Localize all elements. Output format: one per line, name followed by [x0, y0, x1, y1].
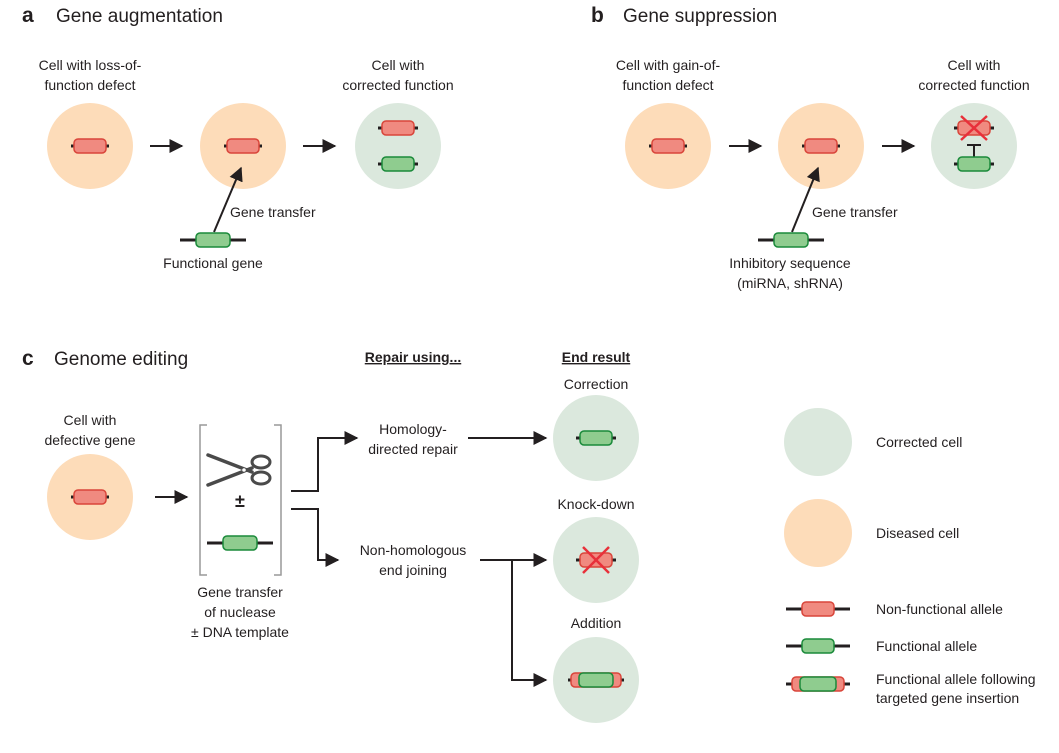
x-mark-icon [960, 115, 988, 141]
nhej-label-line2: end joining [379, 562, 447, 578]
nonfunctional-allele [804, 138, 838, 154]
functional-allele [957, 156, 991, 172]
nonfunctional-allele [651, 138, 685, 154]
panel-c-title: Genome editing [54, 349, 188, 370]
result-knockdown-label: Knock-down [557, 496, 634, 512]
hdr-branch-arrow [291, 431, 359, 492]
nhej-branch-arrow [291, 508, 340, 567]
nonfunctional-allele [226, 138, 260, 154]
panel-c: c Genome editing Repair using... End res… [22, 347, 639, 723]
panel-c-cell-label-line1: Cell with [64, 412, 117, 428]
functional-allele [773, 232, 809, 248]
legend-diseased-label: Diseased cell [876, 525, 959, 541]
x-mark-icon [582, 546, 610, 574]
panel-a: a Gene augmentation Cell with loss-of- f… [22, 4, 454, 271]
nhej-label-line1: Non-homologous [360, 542, 467, 558]
transfer-label-line3: ± DNA template [191, 624, 289, 640]
nuclease-bracket [199, 424, 282, 576]
functional-allele [579, 430, 613, 446]
nonfunctional-allele [381, 120, 415, 136]
scissors-icon [206, 453, 272, 487]
hdr-label-line2: directed repair [368, 441, 458, 457]
result-addition-label: Addition [571, 615, 622, 631]
gene-transfer-arrow [213, 166, 243, 233]
inserted-functional-allele [578, 672, 614, 688]
addition-arrow [480, 559, 548, 687]
panel-c-cell-label-line2: defective gene [44, 432, 135, 448]
gene-transfer-arrow [791, 166, 820, 233]
legend-corrected-label: Corrected cell [876, 434, 962, 450]
panel-b-cell1-label-line2: function defect [622, 77, 713, 93]
legend-corrected-swatch [784, 408, 852, 476]
panel-b-cell3-label-line2: corrected function [918, 77, 1029, 93]
nonfunctional-allele [73, 138, 107, 154]
panel-a-cell3-label-line2: corrected function [342, 77, 453, 93]
legend-nonfunctional-label: Non-functional allele [876, 601, 1003, 617]
panel-a-cell1-label-line1: Cell with loss-of- [39, 57, 142, 73]
panel-a-cell1-label-line2: function defect [44, 77, 135, 93]
functional-allele [222, 535, 258, 551]
legend-functional-label: Functional allele [876, 638, 977, 654]
result-correction-label: Correction [564, 376, 629, 392]
repair-header: Repair using... [365, 349, 461, 365]
panel-a-title: Gene augmentation [56, 6, 223, 27]
legend: Corrected cell Diseased cell Non-functio… [784, 408, 1036, 706]
corrected-cell [355, 103, 441, 189]
panel-b-title: Gene suppression [623, 6, 777, 27]
legend-nonfunctional-swatch [801, 601, 835, 617]
panel-c-letter: c [22, 347, 34, 370]
panel-b-transfer-label: Gene transfer [812, 204, 898, 220]
legend-insertion-label-line2: targeted gene insertion [876, 690, 1019, 706]
panel-b-letter: b [591, 4, 604, 27]
panel-b-gene-label-line2: (miRNA, shRNA) [737, 275, 843, 291]
plus-minus-symbol: ± [235, 491, 245, 511]
inhibition-bar-icon [967, 144, 981, 157]
panel-a-transfer-label: Gene transfer [230, 204, 316, 220]
legend-insertion-swatch-inner [799, 676, 837, 692]
legend-diseased-swatch [784, 499, 852, 567]
panel-b-cell3-label-line1: Cell with [948, 57, 1001, 73]
legend-insertion-label-line1: Functional allele following [876, 671, 1036, 687]
functional-allele [195, 232, 231, 248]
panel-a-letter: a [22, 4, 34, 27]
transfer-label-line1: Gene transfer [197, 584, 283, 600]
panel-b: b Gene suppression Cell with gain-of- fu… [591, 4, 1030, 291]
legend-functional-swatch [801, 638, 835, 654]
panel-a-gene-label: Functional gene [163, 255, 263, 271]
panel-b-cell1-label-line1: Cell with gain-of- [616, 57, 721, 73]
result-header: End result [562, 349, 631, 365]
hdr-label-line1: Homology- [379, 421, 447, 437]
nonfunctional-allele [73, 489, 107, 505]
panel-a-cell3-label-line1: Cell with [372, 57, 425, 73]
panel-b-gene-label-line1: Inhibitory sequence [729, 255, 851, 271]
functional-allele [381, 156, 415, 172]
transfer-label-line2: of nuclease [204, 604, 276, 620]
